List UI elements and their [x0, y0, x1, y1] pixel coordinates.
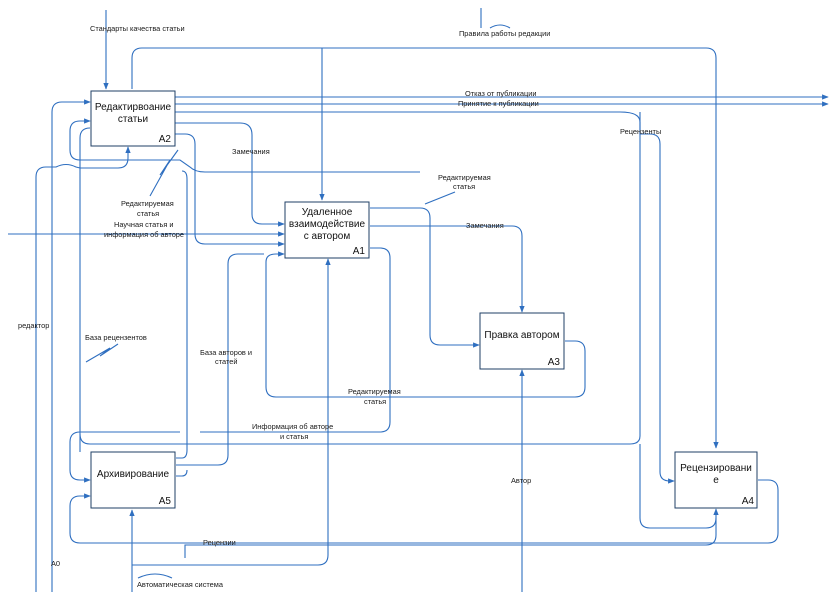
box-a3-frame: [479, 312, 565, 370]
arrow-a1-edited[interactable]: [370, 207, 480, 348]
label-author: Автор: [511, 476, 531, 485]
label-authors-db-line2: статей: [215, 357, 238, 366]
arrow-a1-remarks[interactable]: [370, 225, 525, 313]
box-a3-title-line1: Правка автором: [484, 330, 559, 341]
box-a2-number: A2: [159, 134, 172, 145]
arrow-editor-a2-left[interactable]: [51, 99, 91, 592]
arrow-a5-input[interactable]: [69, 431, 180, 483]
label-reviews: Рецензии: [203, 538, 236, 547]
box-a4-frame: [674, 451, 758, 509]
label-edited-3-line2: статья: [364, 397, 386, 406]
label-authors-db-line1: База авторов и: [200, 348, 252, 357]
label-rules: Правила работы редакции: [459, 29, 550, 38]
label-edited-2-line2: статья: [137, 209, 159, 218]
box-a1-title-line3: с автором: [304, 231, 351, 242]
arrow-rules-bus[interactable]: [131, 47, 719, 449]
arrow-to-a5[interactable]: [79, 112, 641, 445]
arrow-a2-edited[interactable]: [175, 133, 285, 247]
box-a5[interactable]: Архивирование A5: [90, 451, 176, 509]
squiggle-reviewers-db: [85, 343, 119, 363]
box-a1[interactable]: Удаленное взаимодействие с автором A1: [284, 201, 370, 259]
arrow-a2-remarks[interactable]: [175, 122, 285, 227]
box-a2-frame: [90, 90, 176, 147]
box-a3[interactable]: Правка автором A3: [479, 312, 565, 370]
box-a1-title-line1: Удаленное: [302, 207, 353, 218]
label-reject: Отказ от публикации: [465, 89, 537, 98]
label-auto-system: Автоматическая система: [137, 580, 224, 589]
squiggle-edited-a1: [424, 191, 456, 205]
label-editor: редактор: [18, 321, 49, 330]
box-a2-title-line1: Редактирвоание: [95, 102, 172, 113]
label-reviewers-db: База рецензентов: [85, 333, 147, 342]
label-scientific-line2: информация об авторе: [104, 230, 184, 239]
arrow-auto-to-a1[interactable]: [132, 258, 331, 566]
arrow-a5-side[interactable]: [176, 469, 188, 477]
label-remarks-2: Замечания: [466, 221, 504, 230]
arrow-reviews[interactable]: [69, 479, 779, 544]
label-context: A0: [51, 559, 60, 568]
squiggle-auto: [137, 573, 173, 579]
box-a4-title-line2: е: [713, 475, 719, 486]
arrow-a3-loop[interactable]: [265, 251, 586, 398]
label-author-info-line1: Информация об авторе: [252, 422, 333, 431]
labels: Стандарты качества статьи Правила работы…: [18, 24, 661, 589]
label-accept: Принятие к публикации: [458, 99, 539, 108]
box-a1-frame: [284, 201, 370, 259]
label-edited-3-line1: Редактируемая: [348, 387, 401, 396]
arrow-feedback-top[interactable]: [69, 118, 420, 173]
box-a1-title-line2: взаимодействие: [289, 219, 366, 230]
label-edited-2-line1: Редактируемая: [121, 199, 174, 208]
box-a5-frame: [90, 451, 176, 509]
label-edited-1-line1: Редактируемая: [438, 173, 491, 182]
label-reviewers: Рецензенты: [620, 127, 661, 136]
box-a4-title-line1: Рецензировани: [680, 463, 752, 474]
arrow-a5-output[interactable]: [176, 170, 188, 459]
arrow-a4-loop[interactable]: [639, 444, 717, 529]
box-a2-title-line2: статьи: [118, 114, 148, 125]
arrow-reviewers-db[interactable]: [79, 127, 91, 452]
label-remarks-1: Замечания: [232, 147, 270, 156]
box-a4[interactable]: Рецензировани е A4: [674, 451, 758, 509]
label-edited-1-line2: статья: [453, 182, 475, 191]
squiggle-rules: [489, 24, 511, 29]
box-a1-number: A1: [353, 246, 366, 257]
label-scientific-line1: Научная статья и: [114, 220, 174, 229]
squiggle-edited-a2: [149, 149, 179, 197]
arrow-editor[interactable]: [35, 146, 131, 592]
arrow-auto-to-a4[interactable]: [184, 508, 719, 558]
arrow-reviewers[interactable]: [175, 111, 675, 484]
label-standards: Стандарты качества статьи: [90, 24, 185, 33]
box-a3-number: A3: [548, 357, 561, 368]
arrows: [8, 8, 829, 592]
box-a4-number: A4: [742, 496, 755, 507]
arrow-a1-down[interactable]: [200, 247, 391, 433]
label-author-info-line2: и статья: [280, 432, 308, 441]
box-a5-title-line1: Архивирование: [97, 469, 170, 480]
arrow-authors-db[interactable]: [176, 253, 264, 466]
box-a5-number: A5: [159, 496, 172, 507]
box-a2[interactable]: Редактирвоание статьи A2: [90, 90, 176, 147]
